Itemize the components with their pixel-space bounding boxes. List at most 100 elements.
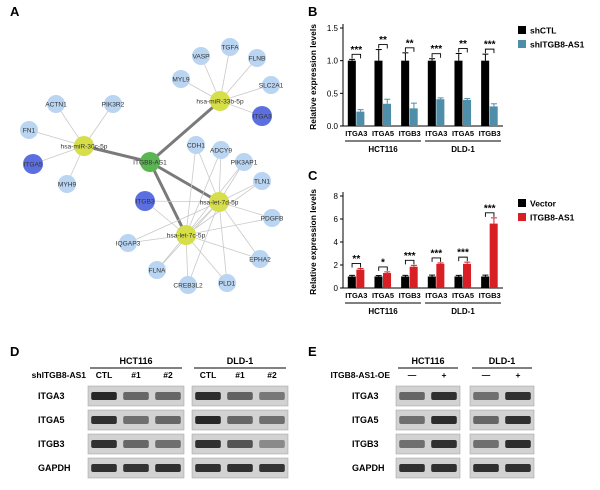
network-node-fn1: FN1: [20, 121, 38, 139]
blot-lane-label: #1: [131, 370, 141, 380]
blot-band: [431, 440, 457, 448]
network-edge-itgb8-as1-let7d: [149, 160, 220, 204]
network-node-tln1: TLN1: [253, 172, 271, 190]
network-node-label: ADCY9: [210, 148, 232, 155]
bar-shctl-4: [427, 60, 436, 126]
bar-shctl-2: [374, 60, 383, 126]
panel-letter-b: B: [308, 4, 317, 19]
network-node-label: ITGA3: [252, 114, 271, 121]
x-tick-label: ITGA3: [425, 291, 447, 300]
blot-protein-label-itga5: ITGA5: [38, 415, 65, 425]
blot-band: [91, 440, 117, 448]
network-node-circle: [119, 234, 137, 252]
network-node-circle: [212, 141, 230, 159]
network-diagram: ITGB8-AS1hsa-miR-30c-5phsa-miR-33b-5phsa…: [20, 38, 284, 294]
network-node-pik3ap1: PIK3AP1: [231, 153, 258, 171]
network-edge-let7c-epha2: [185, 234, 261, 260]
blot-band: [227, 416, 253, 424]
blot-band: [227, 464, 253, 472]
y-tick-label: 2: [334, 261, 339, 270]
legend-label-shctl: shCTL: [530, 26, 556, 36]
blot-band: [91, 416, 117, 424]
bar-itgb8-as1-2: [383, 273, 392, 288]
bar-itgb8-as1-4: [436, 263, 445, 288]
network-node-label: SLC2A1: [259, 83, 284, 90]
network-node-circle: [176, 225, 196, 245]
blot-group-label: ITGB8-AS1-OE: [330, 370, 390, 380]
blot-lane-label: —: [482, 370, 491, 380]
network-node-slc2a1: SLC2A1: [259, 76, 284, 94]
blot-band: [399, 440, 425, 448]
bar-itgb8-as1-5: [463, 263, 472, 288]
network-node-label: TLN1: [254, 179, 270, 186]
x-tick-label: ITGA5: [452, 129, 474, 138]
network-node-circle: [140, 152, 160, 172]
bar-itgb8-as1-6: [489, 223, 498, 288]
blot-lane-label: #1: [235, 370, 245, 380]
legend-swatch-vector: [518, 199, 526, 207]
bar-vector-5: [454, 276, 463, 288]
blot-lane-label: +: [442, 370, 447, 380]
group-label-hct116: HCT116: [368, 307, 398, 316]
blot-strip: [395, 457, 461, 479]
western-blot-d: shITGB8-AS1HCT116CTL#1#2DLD-1CTL#1#2ITGA…: [32, 356, 289, 479]
blot-lane-label: #2: [163, 370, 173, 380]
network-node-circle: [58, 175, 76, 193]
y-tick-label: 8: [334, 192, 339, 201]
x-tick-label: ITGA3: [345, 291, 367, 300]
blot-strip: [469, 385, 535, 407]
blot-band: [91, 392, 117, 400]
blot-band: [259, 440, 285, 448]
network-node-label: ITGA5: [23, 162, 42, 169]
legend-label-shitgb8-as1: shITGB8-AS1: [530, 40, 585, 50]
significance-bracket: [431, 53, 442, 58]
blot-strip: [469, 433, 535, 455]
x-tick-label: ITGB3: [479, 291, 501, 300]
legend-swatch-itgb8-as1: [518, 213, 526, 221]
blot-band: [155, 416, 181, 424]
significance-bracket: [458, 256, 468, 262]
network-node-circle: [104, 95, 122, 113]
network-node-myl9: MYL9: [172, 70, 190, 88]
blot-protein-label-itga5: ITGA5: [352, 415, 379, 425]
blot-band: [123, 440, 149, 448]
y-tick-label: 0: [334, 284, 339, 293]
blot-strip: [395, 385, 461, 407]
blot-protein-label-itgb3: ITGB3: [38, 439, 65, 449]
network-edge-let7c-adcy9: [185, 149, 222, 236]
y-tick-label: 6: [334, 215, 339, 224]
blot-strip: [395, 409, 461, 431]
network-edge-let7d-itgb3: [144, 200, 220, 203]
group-label-hct116: HCT116: [368, 145, 398, 154]
network-node-label: CDH1: [187, 143, 205, 150]
blot-protein-label-itga3: ITGA3: [352, 391, 379, 401]
blot-strip: [469, 457, 535, 479]
bar-shitgb8-as1-3: [409, 108, 418, 126]
blot-lane-label: —: [408, 370, 417, 380]
panel-letter-a: A: [10, 4, 20, 19]
bar-itgb8-as1-3: [409, 266, 418, 288]
blot-band: [399, 416, 425, 424]
blot-band: [399, 392, 425, 400]
network-node-circle: [135, 191, 155, 211]
blot-band: [473, 440, 499, 448]
network-node-label: CREB3L2: [173, 283, 203, 290]
blot-lane-label: CTL: [200, 370, 217, 380]
significance-label: *: [381, 257, 385, 268]
bar-shitgb8-as1-6: [489, 106, 498, 126]
network-node-label: ITGB8-AS1: [133, 160, 167, 167]
significance-bracket: [484, 48, 495, 54]
x-tick-label: ITGA3: [425, 129, 447, 138]
significance-bracket: [378, 266, 388, 271]
blot-band: [227, 392, 253, 400]
bar-shctl-1: [347, 60, 356, 126]
bar-shctl-3: [401, 60, 410, 126]
network-node-circle: [210, 91, 230, 111]
significance-label: ***: [430, 44, 442, 55]
network-node-itga5: ITGA5: [23, 154, 43, 174]
significance-bracket: [431, 257, 442, 262]
significance-label: ***: [430, 248, 442, 259]
bar-vector-3: [401, 276, 410, 288]
